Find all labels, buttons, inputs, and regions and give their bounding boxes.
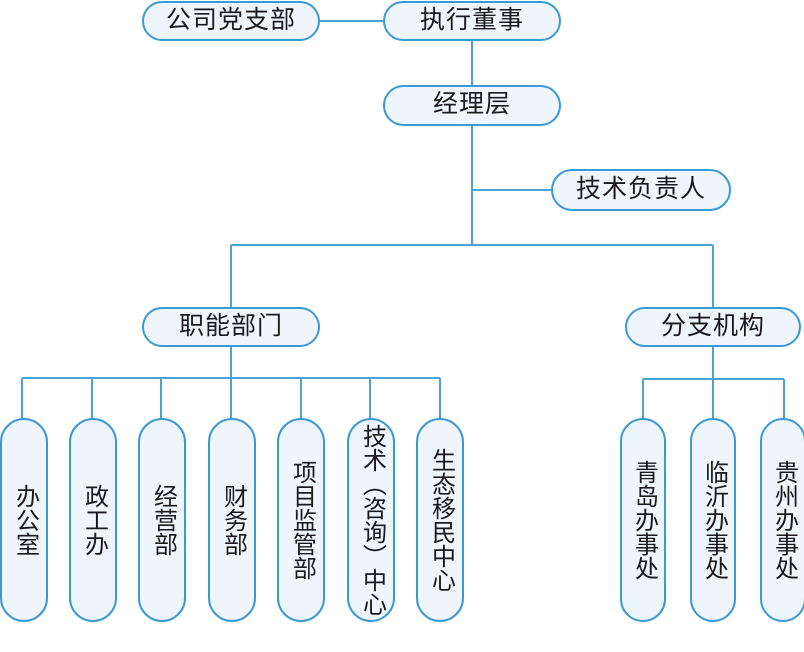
node-functional-item-6[interactable]: 技术（咨询）中心 (347, 418, 395, 622)
node-functional-departments-label: 职能部门 (178, 311, 283, 340)
node-party-branch-label: 公司党支部 (165, 5, 296, 34)
node-functional-item-4-label: 财务部 (219, 484, 247, 556)
node-functional-item-1-label: 办公室 (11, 484, 39, 556)
node-functional-item-6-label: 技术（咨询）中心 (358, 424, 386, 616)
node-executive-director[interactable]: 执行董事 (383, 1, 561, 41)
node-functional-item-3[interactable]: 经营部 (138, 418, 186, 622)
node-functional-departments[interactable]: 职能部门 (142, 307, 320, 347)
node-functional-item-7-label: 生态移民中心 (427, 448, 455, 592)
node-technical-director-label: 技术负责人 (575, 174, 706, 203)
node-branch-offices[interactable]: 分支机构 (625, 307, 801, 347)
node-manager-level-label: 经理层 (432, 90, 511, 118)
node-branch-item-3[interactable]: 贵州办事处 (760, 418, 804, 622)
node-manager-level[interactable]: 经理层 (383, 85, 561, 126)
node-executive-director-label: 执行董事 (419, 5, 524, 34)
node-functional-item-5[interactable]: 项目监管部 (277, 418, 325, 622)
node-branch-item-2-label: 临沂办事处 (700, 460, 728, 580)
node-functional-item-4[interactable]: 财务部 (208, 418, 256, 622)
node-functional-item-7[interactable]: 生态移民中心 (416, 418, 464, 622)
node-functional-item-5-label: 项目监管部 (288, 460, 316, 580)
node-party-branch[interactable]: 公司党支部 (142, 1, 320, 41)
node-functional-item-2[interactable]: 政工办 (69, 418, 117, 622)
node-functional-item-1[interactable]: 办公室 (0, 418, 48, 622)
node-functional-item-3-label: 经营部 (149, 484, 177, 556)
node-branch-item-3-label: 贵州办事处 (770, 460, 798, 580)
node-technical-director[interactable]: 技术负责人 (551, 169, 731, 211)
node-functional-item-2-label: 政工办 (80, 484, 108, 556)
node-branch-item-2[interactable]: 临沂办事处 (690, 418, 736, 622)
node-branch-offices-label: 分支机构 (660, 311, 765, 340)
node-branch-item-1[interactable]: 青岛办事处 (620, 418, 666, 622)
node-branch-item-1-label: 青岛办事处 (630, 460, 658, 580)
